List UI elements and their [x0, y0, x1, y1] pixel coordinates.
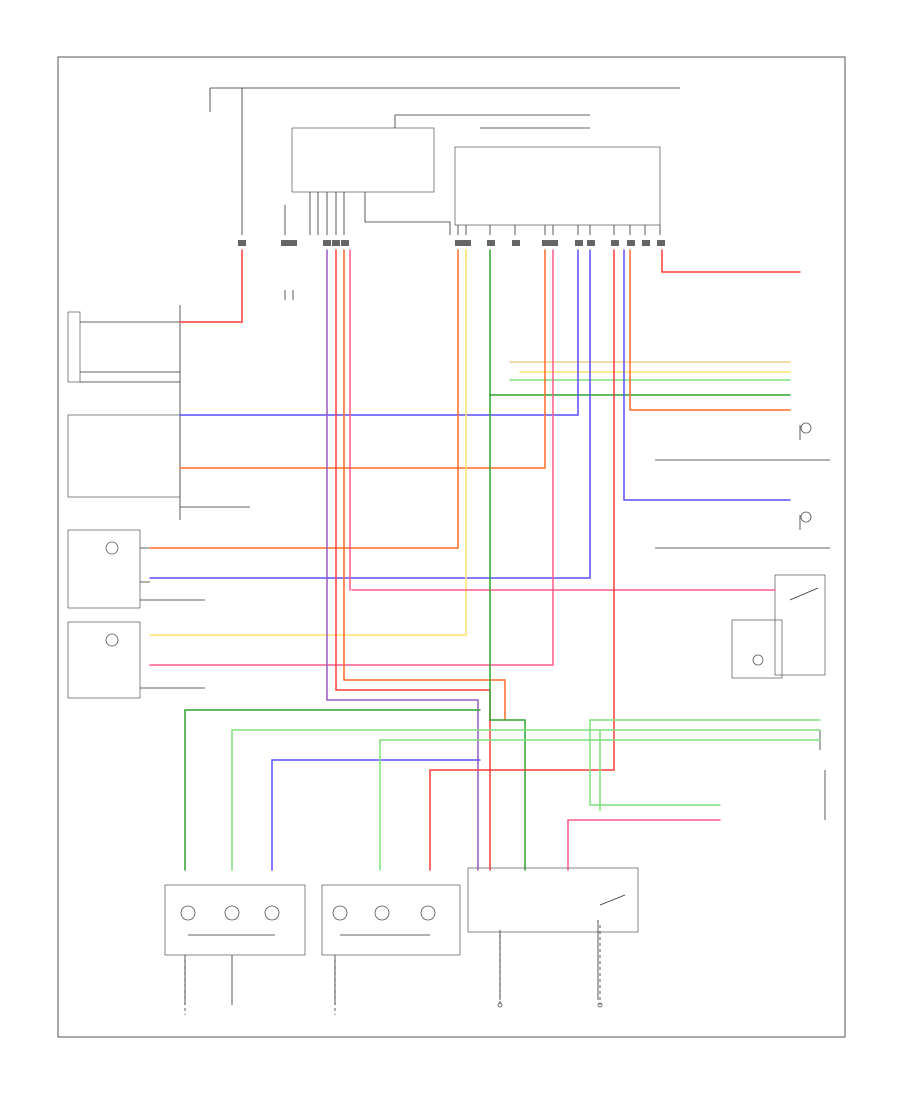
multifunction-switch-box: [454, 146, 661, 226]
right-rear-combo-lamp: [321, 884, 461, 956]
front-side-marker-rh: [67, 621, 141, 699]
left-tail-lamp-box: [67, 311, 81, 383]
fuse-junction-area: [209, 87, 680, 300]
front-side-marker-lh: [67, 529, 141, 609]
fuse-block: [291, 127, 435, 193]
diagram-frame: [57, 56, 846, 1038]
ground-lines: [184, 925, 601, 1015]
illumination-control-box: [731, 619, 783, 679]
connector-row-top: [238, 240, 665, 246]
bottom-components: [164, 867, 639, 1008]
junction-box-left: [67, 414, 181, 498]
license-lamp-box: [774, 574, 826, 676]
left-rear-combo-lamp: [164, 884, 306, 956]
right-components: [655, 422, 830, 820]
colored-wires: [149, 249, 821, 871]
headlamp-switch-box: [467, 867, 639, 933]
left-components: [67, 305, 250, 699]
